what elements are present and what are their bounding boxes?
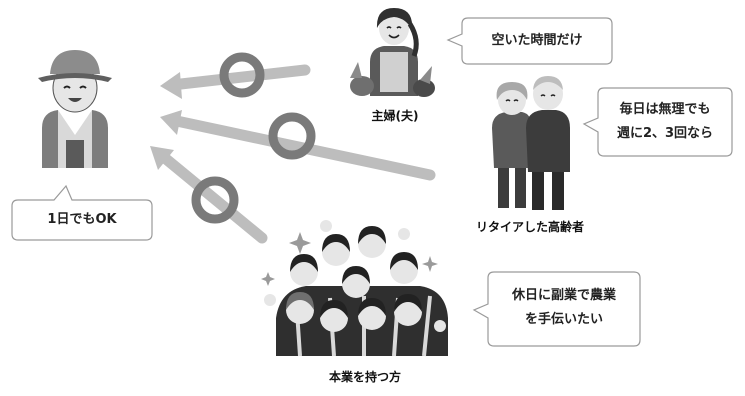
employed-bubble-line-1: 休日に副業で農業 [511, 288, 616, 303]
senior-couple-icon [492, 76, 570, 210]
senior-speech-bubble [582, 87, 733, 157]
employed-bubble-line-2: を手伝いたい [524, 312, 603, 327]
senior-bubble-line-1: 毎日は無理でも [619, 102, 711, 117]
farmer-speech-bubble [11, 184, 153, 241]
homemaker-bubble-text: 空いた時間だけ [491, 33, 583, 48]
office-workers-icon [261, 220, 448, 357]
senior-bubble-line-2: 週に2、3回なら [616, 126, 714, 141]
senior-caption: リタイアした高齢者 [475, 220, 584, 234]
employed-caption: 本業を持つ方 [328, 370, 401, 384]
ok-circle-icon [219, 52, 265, 98]
employed-speech-bubble [472, 271, 641, 347]
homemaker-speech-bubble [446, 17, 613, 65]
arrow-from-homemaker [160, 64, 311, 99]
farmer-icon [38, 50, 112, 168]
farmer-bubble-text: 1日でもOK [47, 212, 117, 227]
homemaker-caption: 主婦(夫) [371, 109, 419, 123]
ok-circle-icon [268, 112, 316, 160]
homemaker-icon [350, 8, 435, 97]
ok-circle-icon [191, 176, 239, 224]
arrow-from-employed [150, 146, 268, 244]
